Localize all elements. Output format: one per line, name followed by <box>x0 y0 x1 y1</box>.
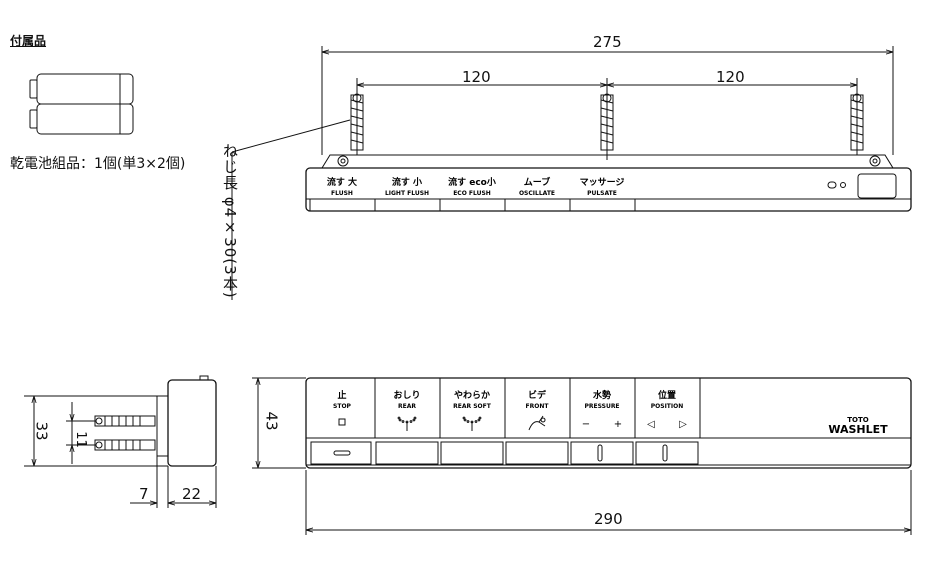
top-button-jp-label: 流す 小 <box>392 176 422 188</box>
front-button-jp-label: やわらか <box>454 390 490 401</box>
front-button-jp-label: ビデ <box>528 389 547 401</box>
front-button-en-label: STOP <box>333 403 352 410</box>
top-button-jp-label: ムーブ <box>524 176 550 188</box>
front-button-en-label: REAR <box>398 403 416 410</box>
side-screws <box>94 415 156 451</box>
dim-side-gap: 7 <box>139 485 149 503</box>
top-button-en-label: FLUSH <box>331 190 353 197</box>
front-button-en-label: PRESSURE <box>584 403 619 410</box>
dim-side-depth: 22 <box>182 485 202 503</box>
front-button-sub-left: − <box>582 419 590 430</box>
dim-overall-bottom: 290 <box>594 510 623 528</box>
top-button-jp-label: マッサージ <box>580 177 625 188</box>
dim-overall-top: 275 <box>593 33 622 51</box>
screw-anchor-right <box>850 78 864 155</box>
screw-anchor-left <box>350 78 364 155</box>
rear-spray-icon <box>397 416 417 431</box>
screw-anchor-center <box>600 78 614 160</box>
front-button-sub-right: + <box>614 419 622 430</box>
front-button-jp-label: 止 <box>337 389 346 401</box>
front-button-jp-label: 水勢 <box>593 389 611 401</box>
screw-note: ねじ長 φ4×30(3本) <box>221 143 239 299</box>
bidet-icon <box>528 415 546 431</box>
brand-top: TOTO <box>847 416 869 424</box>
front-button-en-label: REAR SOFT <box>453 403 492 410</box>
front-button-jp-label: おしり <box>393 390 420 401</box>
accessories-title: 付属品 <box>10 34 47 48</box>
front-button-sub-right: ▷ <box>679 419 687 430</box>
soft-spray-icon <box>462 416 482 431</box>
dim-spacing-right: 120 <box>716 68 745 86</box>
top-button-jp-label: 流す 大 <box>327 176 357 188</box>
top-button-jp-label: 流す eco小 <box>448 176 496 188</box>
front-button-jp-label: 位置 <box>658 389 676 401</box>
dim-spacing-left: 120 <box>462 68 491 86</box>
top-panel-labels: 流す 大 FLUSH 流す 小 LIGHT FLUSH 流す eco小 ECO FLUSH… <box>327 176 624 197</box>
top-button-en-label: OSCILLATE <box>519 190 555 197</box>
battery-label: 乾電池組品：1個(単3×2個) <box>10 156 186 172</box>
brand-main: WASHLET <box>828 423 888 436</box>
front-button-sub-left: ◁ <box>647 419 655 430</box>
top-button-en-label: LIGHT FLUSH <box>385 190 429 197</box>
front-button-en-label: POSITION <box>651 403 684 410</box>
stop-square-icon <box>338 418 346 426</box>
battery-illustration <box>29 73 134 135</box>
front-button-en-label: FRONT <box>526 403 550 410</box>
top-button-en-label: ECO FLUSH <box>453 190 491 197</box>
front-panel-labels: 止 STOP おしり REAR やわらか REAR SOFT ビデ FRONT 水勢 PRESSU… <box>333 389 687 431</box>
top-button-en-label: PULSATE <box>587 190 617 197</box>
